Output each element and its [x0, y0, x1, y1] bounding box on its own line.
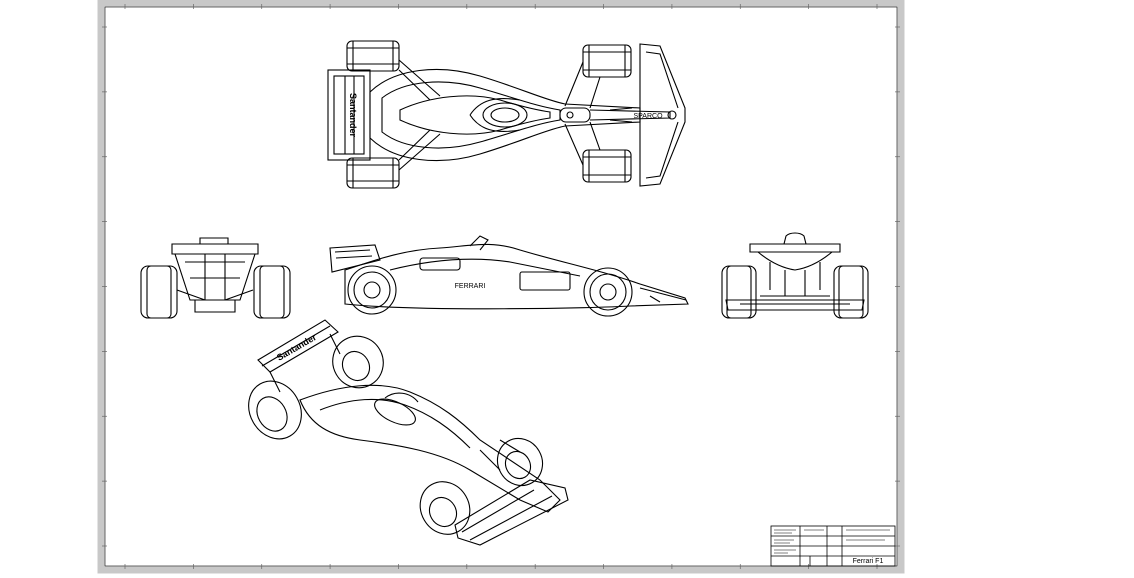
rear-wing-livery-text: Santander: [348, 93, 358, 138]
side-front-wheel: [583, 267, 633, 317]
side-view: FERRARI: [329, 235, 689, 317]
sheet-frame: [97, 0, 905, 574]
iso-front-left-wheel: [419, 481, 471, 535]
iso-chassis-outline: [299, 384, 561, 513]
rear-elevation-view: [140, 237, 291, 319]
top-view: Santander SPARCO: [327, 40, 686, 189]
iso-cockpit: [374, 398, 416, 426]
iso-rear-wing: [257, 319, 339, 373]
iso-rear-left-wheel: [248, 380, 302, 440]
title-block-title: Ferrari F1: [853, 558, 884, 565]
title-block: Ferrari F1: [770, 525, 896, 567]
front-elevation-view: [721, 232, 869, 319]
iso-front-right-wheel: [496, 437, 544, 487]
top-sponsor-text: SPARCO: [633, 113, 663, 120]
cockpit: [482, 102, 528, 128]
rear-right-tyre: [346, 157, 400, 189]
iso-front-wing: [454, 479, 569, 546]
side-body-outline: [344, 243, 689, 310]
front-right-tyre: [582, 149, 632, 183]
sidepod-livery-text: FERRARI: [455, 283, 486, 290]
side-rear-wheel: [347, 265, 397, 315]
iso-rear-right-wheel: [332, 335, 384, 389]
front-left-tyre: [582, 44, 632, 78]
rear-left-tyre: [346, 40, 400, 72]
front-wing: [639, 43, 686, 187]
